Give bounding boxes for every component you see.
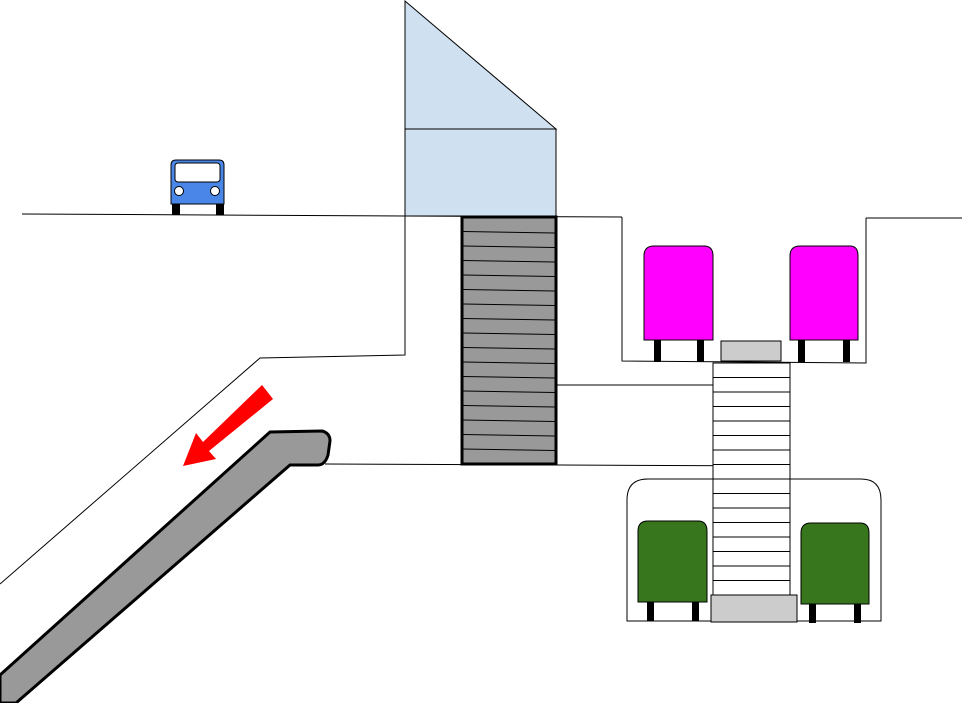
stair-step-line	[462, 376, 556, 379]
upper-train-left-wheel-2	[697, 340, 704, 362]
upper-train-right-wheel-2	[843, 340, 850, 362]
stair-step-line	[462, 332, 556, 335]
lower-train-right-wheel-1	[809, 604, 816, 623]
arrow-down-left-icon	[183, 385, 273, 466]
upper-train-right	[789, 245, 859, 362]
car-wheel-left	[172, 202, 180, 215]
station-building-body	[404, 128, 557, 217]
car-headlight-left	[174, 186, 184, 196]
car-icon	[170, 159, 225, 215]
stair-step-line	[462, 448, 556, 451]
concourse-outline	[0, 216, 406, 585]
upper-train-right-body	[789, 245, 859, 341]
stair-step-line	[462, 260, 556, 263]
stair-step-line	[462, 390, 556, 393]
lower-train-right-wheel-2	[854, 604, 861, 623]
stair-step-line	[462, 419, 556, 422]
lower-train-left	[637, 520, 708, 621]
stair-step-line	[462, 303, 556, 306]
station-building-roof	[404, 0, 558, 130]
stair-step-line	[462, 318, 556, 321]
car-windshield	[174, 162, 221, 183]
stair-step-line	[462, 231, 556, 234]
stair-step-line	[462, 434, 556, 437]
lower-train-left-wheel-1	[647, 602, 654, 621]
stair-step-line	[462, 347, 556, 350]
upper-train-left-wheel-1	[654, 340, 661, 362]
lower-platform-slab	[710, 594, 798, 623]
upper-train-left	[643, 245, 714, 362]
stair-block-frame	[460, 215, 558, 466]
lower-train-right	[800, 522, 870, 623]
stair-step-line	[462, 274, 556, 277]
stair-step-line	[462, 405, 556, 408]
stair-step-line	[462, 245, 556, 248]
lower-train-left-body	[637, 520, 708, 603]
lower-train-right-body	[800, 522, 870, 605]
escalator	[0, 429, 332, 703]
lower-platform-tunnel	[626, 478, 882, 622]
car-wheel-right	[216, 202, 224, 215]
upper-train-left-body	[643, 245, 714, 341]
upper-train-right-wheel-1	[798, 340, 805, 362]
upper-platform-slab	[720, 340, 782, 362]
stair-step-line	[462, 361, 556, 364]
lower-train-left-wheel-2	[692, 602, 699, 621]
car-headlight-right	[210, 186, 220, 196]
central-stair-block	[460, 215, 558, 466]
stair-step-line	[462, 289, 556, 292]
upper-platform-pit	[621, 217, 867, 364]
